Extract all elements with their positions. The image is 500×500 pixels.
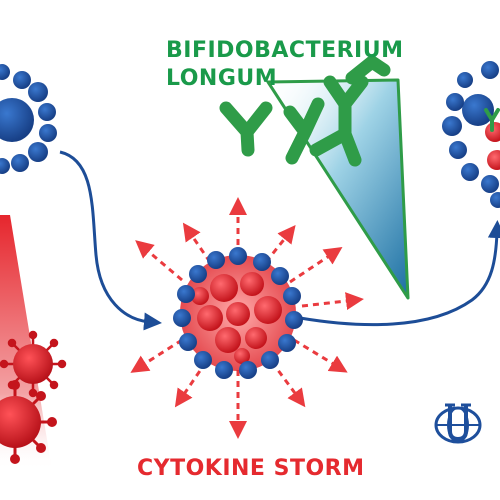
flow-arrow-left	[59, 150, 162, 331]
immune-cell-right-icon	[442, 61, 500, 208]
university-logo-icon	[434, 403, 482, 444]
flow-arrow-right	[299, 220, 500, 327]
immune-cell-left-icon	[0, 64, 57, 174]
bacterium-name-line-1: BIFIDOBACTERIUM	[166, 38, 404, 63]
antibody-icon	[219, 55, 391, 167]
cytokine-release-arrows	[130, 197, 364, 439]
cytokine-storm-label: CYTOKINE STORM	[137, 456, 365, 481]
virus-icon	[0, 330, 67, 464]
bacterium-name-line-2: LONGUM	[166, 66, 278, 91]
cytokine-storm-cell-icon	[173, 247, 303, 379]
